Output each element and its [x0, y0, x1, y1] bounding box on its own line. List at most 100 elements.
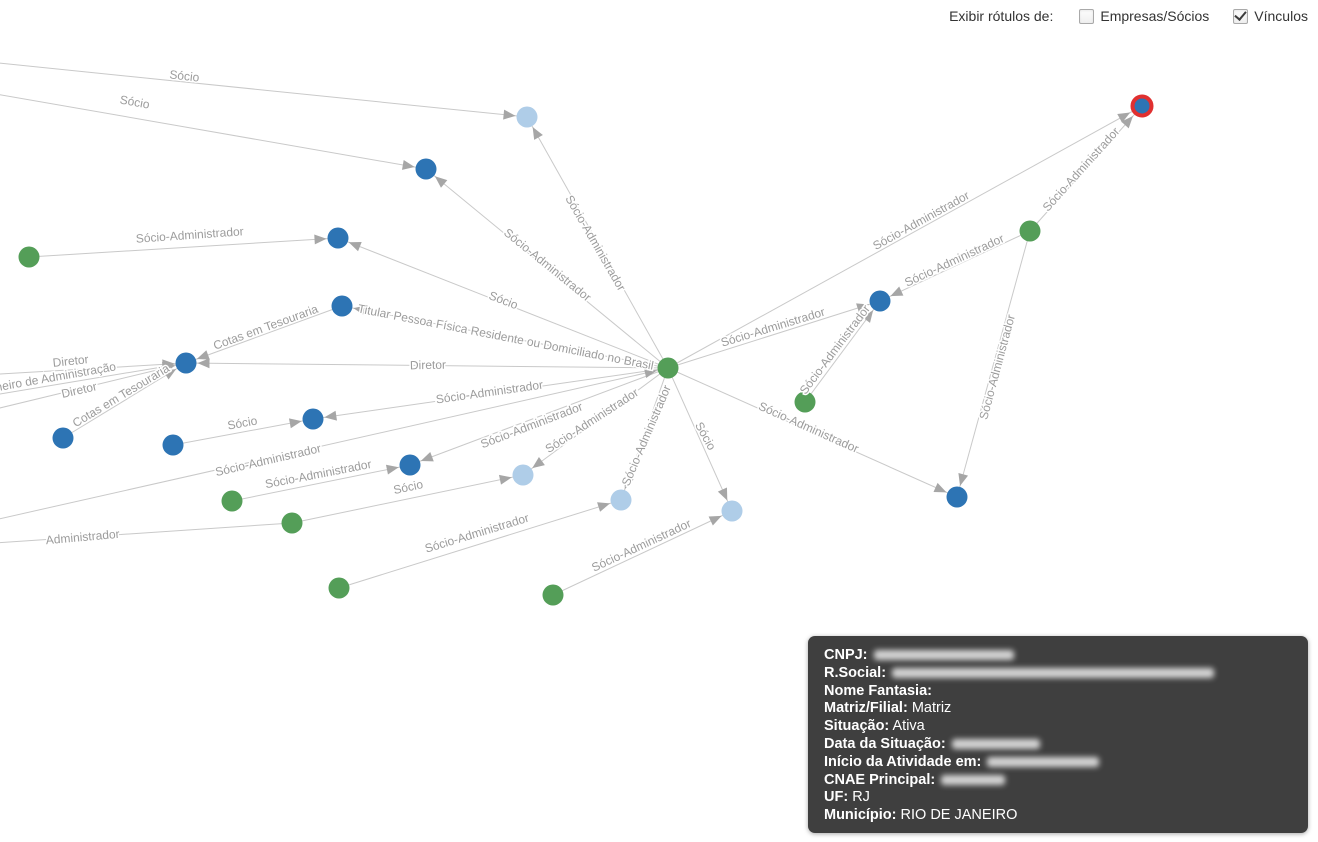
arrow-head-icon: [196, 350, 210, 360]
graph-edge: [28, 237, 339, 258]
graph-edge: [291, 474, 524, 524]
graph-edge: [1029, 105, 1143, 232]
label-display-controls: Exibir rótulos de: Empresas/Sócios Víncul…: [949, 8, 1308, 24]
edge-label: Cotas em Tesouraria: [211, 302, 320, 353]
graph-edge: [312, 367, 669, 420]
graph-node[interactable]: [327, 227, 349, 249]
graph-edge: [0, 94, 427, 170]
arrow-head-icon: [420, 452, 434, 462]
checkbox-empresas-socios[interactable]: Empresas/Sócios: [1079, 8, 1209, 24]
info-label: UF:: [824, 789, 849, 806]
edge-label: Titular Pessoa Física Residente ou Domic…: [357, 301, 655, 372]
graph-node[interactable]: [512, 464, 534, 486]
graph-node[interactable]: [162, 434, 184, 456]
graph-edge: [62, 362, 187, 439]
arrow-head-icon: [353, 305, 367, 316]
arrow-head-icon: [958, 473, 969, 486]
arrow-head-icon: [597, 502, 611, 512]
info-label: Situação:: [824, 718, 890, 735]
company-info-panel: CNPJ:R.Social:Nome Fantasia:Matriz/Filia…: [808, 636, 1308, 833]
info-row: Matriz/Filial: Matriz: [824, 700, 1292, 718]
graph-edge: [526, 116, 669, 369]
edge-label: Sócio-Administrador: [435, 378, 544, 407]
edge-label: Sócio-Administrador: [1040, 124, 1123, 214]
edge-label: Sócio-Administrador: [870, 188, 971, 253]
info-label: CNPJ:: [824, 647, 868, 663]
edge-label: Administrador: [45, 527, 120, 547]
info-row: R.Social:: [824, 665, 1292, 683]
graph-edge: [0, 367, 669, 520]
arrow-head-icon: [385, 464, 399, 475]
redacted-value: [987, 756, 1100, 767]
edge-label: Sócio-Administrador: [135, 224, 244, 246]
redacted-value: [892, 667, 1215, 678]
arrow-head-icon: [532, 127, 543, 140]
arrow-head-icon: [717, 487, 728, 501]
info-value: Matriz: [907, 700, 952, 717]
graph-edge: [0, 522, 293, 544]
arrow-head-icon: [434, 176, 448, 188]
graph-node[interactable]: [721, 500, 743, 522]
edge-label: Diretor: [410, 358, 446, 373]
graph-edge: [425, 168, 669, 369]
graph-edge: [409, 367, 669, 466]
edge-label: Sócio-Administrador: [589, 516, 693, 574]
graph-edge: [185, 305, 343, 364]
graph-edge: [337, 237, 669, 369]
unchecked-checkbox-icon[interactable]: [1079, 8, 1095, 24]
graph-edge: [0, 362, 187, 375]
graph-node[interactable]: [1019, 220, 1041, 242]
checkbox-label: Empresas/Sócios: [1100, 8, 1210, 24]
graph-node[interactable]: [610, 489, 632, 511]
controls-label: Exibir rótulos de:: [949, 8, 1054, 24]
arrow-head-icon: [401, 160, 415, 170]
graph-node[interactable]: [221, 490, 243, 512]
edge-label: Sócio: [119, 93, 151, 112]
selected-graph-node[interactable]: [1130, 94, 1154, 118]
arrow-head-icon: [503, 109, 516, 120]
edge-label: Sócio-Administrador: [501, 225, 594, 304]
graph-node[interactable]: [328, 577, 350, 599]
graph-node[interactable]: [657, 357, 679, 379]
info-label: Município:: [824, 807, 897, 824]
graph-edge: [667, 367, 733, 512]
redacted-value: [941, 774, 1006, 785]
graph-node[interactable]: [794, 391, 816, 413]
arrow-head-icon: [1121, 116, 1133, 129]
arrow-head-icon: [890, 286, 904, 297]
graph-node[interactable]: [18, 246, 40, 268]
graph-edge: [341, 305, 669, 369]
info-row: Nome Fantasia:: [824, 683, 1292, 701]
graph-node[interactable]: [175, 352, 197, 374]
graph-node[interactable]: [331, 295, 353, 317]
graph-edge: [185, 362, 669, 369]
info-value: RJ: [848, 789, 870, 806]
graph-node[interactable]: [946, 486, 968, 508]
graph-node[interactable]: [516, 106, 538, 128]
graph-edge: [667, 300, 881, 369]
graph-node[interactable]: [542, 584, 564, 606]
graph-edge: [0, 362, 187, 395]
checkbox-vinculos[interactable]: Vínculos: [1233, 8, 1308, 24]
graph-node[interactable]: [399, 454, 421, 476]
graph-node[interactable]: [52, 427, 74, 449]
graph-edge: [522, 367, 669, 476]
info-label: R.Social:: [824, 664, 887, 681]
graph-node[interactable]: [281, 512, 303, 534]
arrow-head-icon: [856, 303, 870, 313]
graph-edge: [338, 499, 622, 589]
graph-node[interactable]: [415, 158, 437, 180]
info-label: Nome Fantasia:: [824, 682, 932, 699]
edge-label: Sócio-Administrador: [719, 305, 826, 350]
checked-checkbox-icon[interactable]: [1233, 8, 1249, 24]
arrow-head-icon: [288, 418, 302, 429]
edge-label: Sócio: [692, 420, 719, 453]
edge-label: Sócio-Administrador: [902, 231, 1006, 289]
graph-node[interactable]: [302, 408, 324, 430]
edges-layer: [0, 62, 1143, 596]
edge-label: Sócio: [487, 288, 520, 312]
edge-label: Diretor: [60, 379, 98, 401]
graph-node[interactable]: [869, 290, 891, 312]
